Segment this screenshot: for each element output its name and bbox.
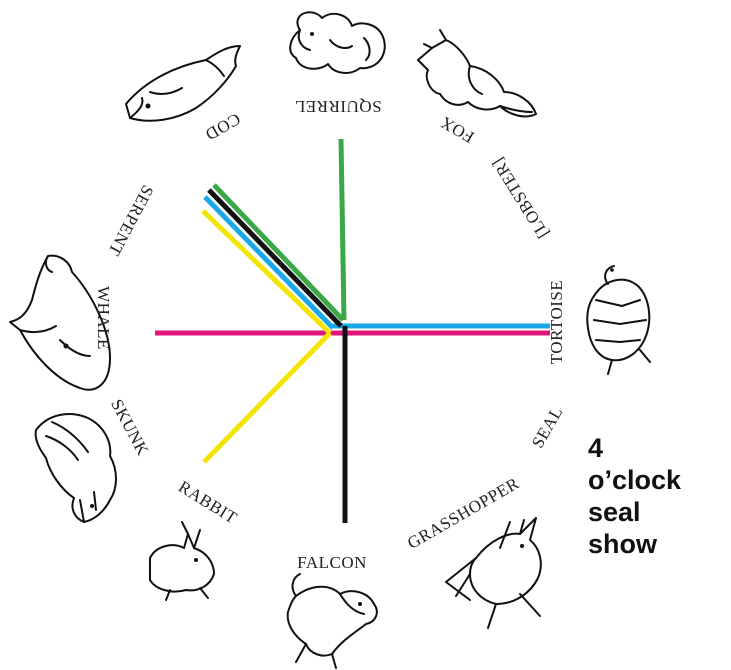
label-cod: COD	[202, 109, 244, 144]
clock-hands	[155, 139, 550, 523]
caption: 4 o’clock seal show	[588, 432, 728, 560]
label-lobster: [LOBSTER]	[488, 154, 553, 242]
cod-icon	[126, 46, 240, 121]
green-hand-vertical	[341, 139, 344, 320]
label-whale: WHALE	[94, 286, 113, 350]
yellow-hand-lower	[204, 333, 330, 462]
caption-line-2: o’clock	[588, 464, 728, 496]
label-tortoise: TORTOISE	[547, 280, 566, 365]
label-seal: SEAL	[528, 403, 567, 451]
fox-icon	[418, 30, 536, 116]
grasshopper-icon	[446, 518, 541, 628]
caption-line-4: show	[588, 528, 728, 560]
label-rabbit: RABBIT	[175, 477, 241, 528]
green-hand-diagonal	[214, 185, 343, 320]
caption-line-1: 4	[588, 432, 728, 464]
tortoise-icon	[587, 266, 650, 374]
cyan-hand-diagonal	[205, 197, 333, 328]
label-serpent: SERPENT	[104, 182, 157, 259]
squirrel-icon	[290, 12, 385, 73]
label-fox: FOX	[437, 113, 477, 147]
falcon-icon	[288, 574, 377, 668]
label-falcon: FALCON	[297, 553, 367, 572]
caption-line-3: seal	[588, 496, 728, 528]
black-hand-diagonal	[209, 190, 341, 326]
yellow-hand-upper	[203, 211, 330, 333]
skunk-icon	[36, 414, 116, 522]
label-squirrel: SQUIRREL	[294, 97, 381, 116]
label-skunk: SKUNK	[107, 396, 153, 459]
rabbit-icon	[150, 522, 214, 600]
